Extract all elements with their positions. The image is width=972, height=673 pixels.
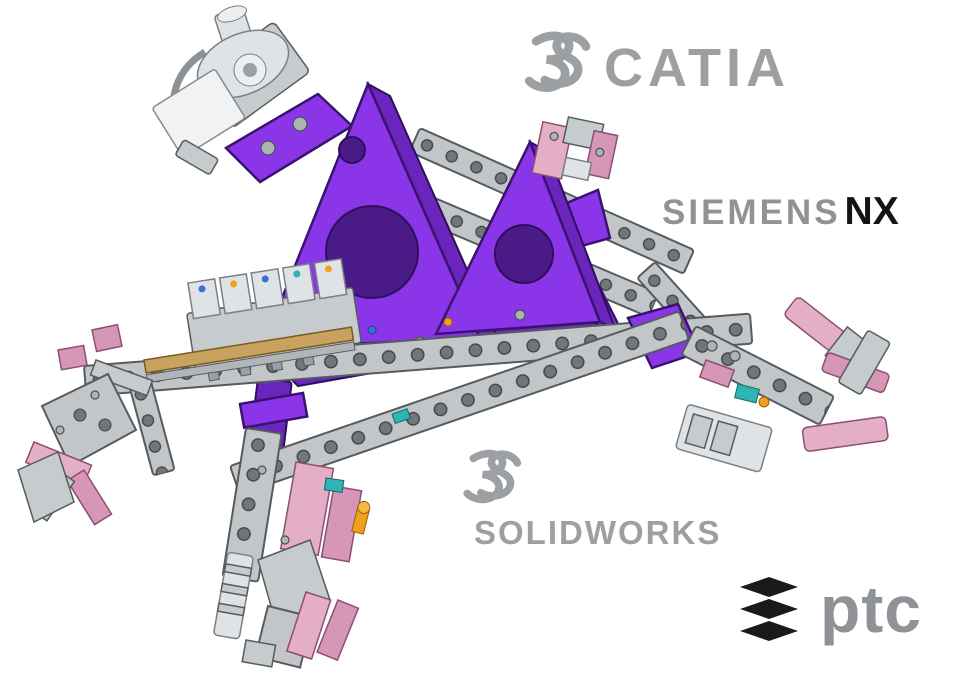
left-gripper — [17, 323, 154, 526]
ptc-logo: ptc — [732, 570, 922, 648]
nx-wordmark: NX — [844, 190, 899, 233]
catia-logo: CATIA — [512, 28, 790, 108]
dassault-3ds-monogram-icon — [524, 31, 591, 92]
dassault-3ds-monogram-icon — [463, 449, 522, 504]
ptc-mark-icon — [740, 577, 798, 641]
ptc-wordmark: ptc — [820, 572, 922, 646]
robot-head — [152, 5, 309, 175]
tan-bar — [143, 326, 356, 384]
front-beam — [229, 311, 690, 495]
front-clamp — [213, 391, 371, 669]
rear-beam — [57, 312, 754, 476]
solidworks-wordmark: SOLIDWORKS — [474, 514, 722, 551]
top-clamp — [531, 116, 619, 182]
right-gripper — [626, 297, 891, 473]
siemens-wordmark: SIEMENS — [662, 193, 841, 232]
catia-wordmark: CATIA — [604, 38, 790, 98]
siemens-nx-logo: SIEMENS NX — [662, 192, 899, 231]
